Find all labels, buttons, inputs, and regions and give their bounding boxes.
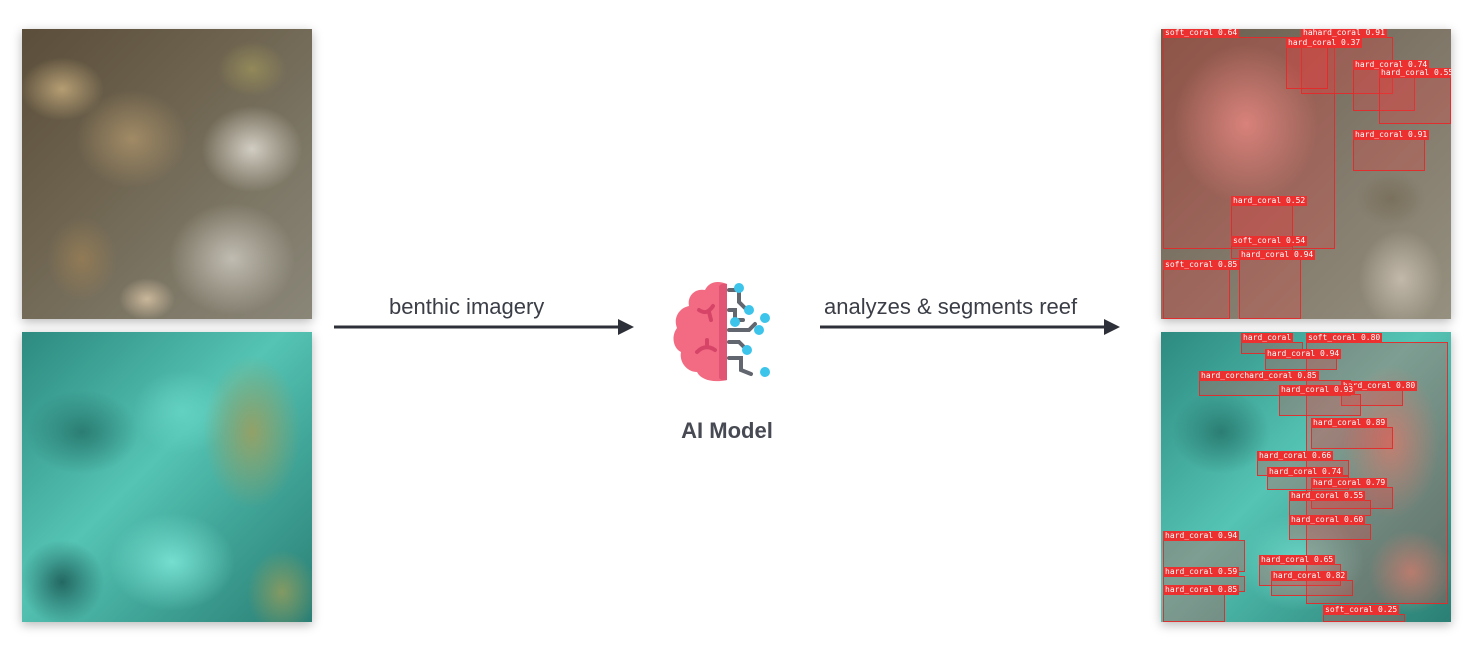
detection-box: hard_coral 0.93 [1279,385,1361,416]
detection-box: hard_coral 0.94 [1163,531,1245,572]
output-image-soft-coral-segmented: soft_coral 0.64 hahard_coral 0.91 hard_c… [1161,29,1451,319]
detection-box: hard_coral 0.91 [1353,130,1430,171]
detection-box: hard_coral 0.37 [1286,38,1363,89]
detection-box: hard_coral 0.85 [1163,585,1240,622]
detection-box: hard_coral 0.82 [1271,571,1353,596]
detection-box: hard_coral 0.89 [1311,418,1393,449]
detection-box: hard_coral 0.55 [1289,491,1371,516]
arrow-label-benthic-imagery: benthic imagery [389,294,545,319]
output-image-turquoise-reef-segmented: hard_coral soft_coral 0.80 hard_coral 0.… [1161,332,1451,622]
right-arrow [820,319,1120,335]
model-title: AI Model [681,418,773,443]
input-image-turquoise-reef [22,332,312,622]
detection-box: hard_coral 0.94 [1239,250,1316,319]
input-image-soft-coral [22,29,312,319]
left-arrow [334,319,634,335]
detection-box: hard_coral 0.94 [1265,349,1342,370]
arrow-label-analyzes-segments: analyzes & segments reef [824,294,1078,319]
detection-box: hard_coral 0.55 [1379,68,1451,124]
brain-circuit-icon [673,282,770,382]
detection-box: soft_coral 0.85 [1163,260,1240,319]
detection-box: soft_coral 0.64 [1163,29,1335,249]
detection-box: hard_coral 0.60 [1289,515,1371,540]
detection-box: soft_coral 0.25 [1323,605,1405,622]
